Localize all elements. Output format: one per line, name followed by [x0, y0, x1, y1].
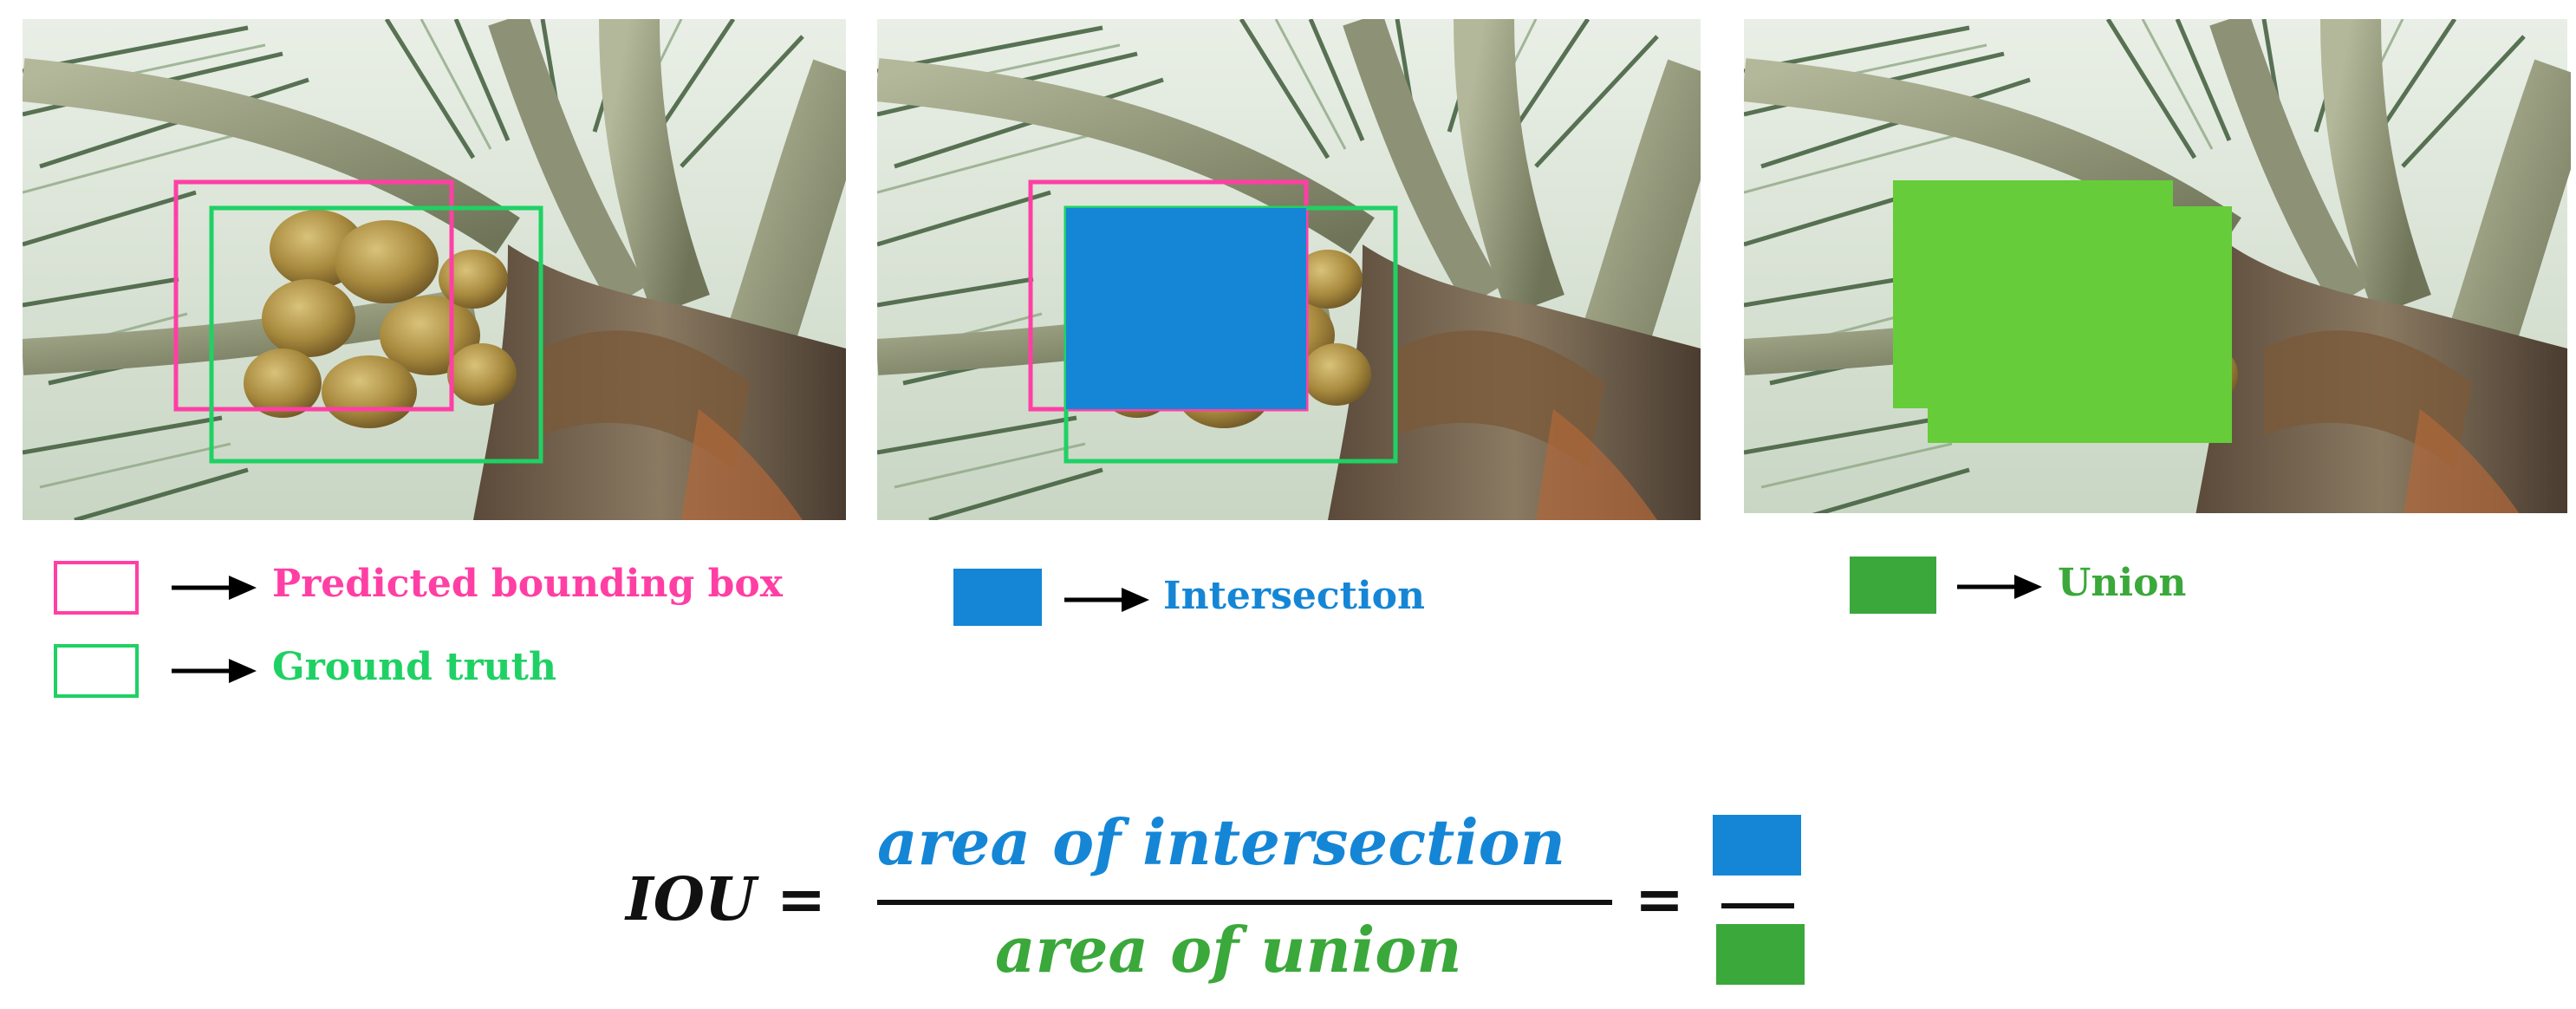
arrow-right-icon — [172, 659, 257, 683]
formula-lhs: IOU = — [626, 865, 826, 934]
formula-equals: = — [1635, 865, 1684, 934]
intersection-region — [1066, 208, 1306, 409]
formula-numerator: area of intersection — [877, 805, 1566, 879]
coconut-photo — [23, 19, 846, 520]
predicted-swatch — [54, 561, 139, 615]
union-symbol — [1716, 924, 1805, 985]
coconut-photo — [1744, 19, 2571, 513]
ground-truth-swatch — [54, 644, 139, 698]
fraction-bar — [877, 900, 1612, 905]
intersection-label: Intersection — [1163, 574, 1426, 618]
photo-panel-union — [1744, 19, 2571, 513]
arrow-right-icon — [172, 576, 257, 600]
union-region — [1893, 180, 2232, 443]
intersection-symbol — [1713, 815, 1801, 876]
symbol-fraction-bar — [1721, 903, 1794, 908]
union-swatch — [1850, 557, 1936, 614]
predicted-box — [173, 179, 454, 412]
arrow-right-icon — [1064, 588, 1149, 612]
photo-panel-boxes — [23, 19, 846, 520]
coconut-photo — [877, 19, 1701, 520]
intersection-swatch — [953, 569, 1042, 626]
predicted-label: Predicted bounding box — [272, 562, 783, 606]
arrow-right-icon — [1957, 575, 2042, 599]
formula-denominator: area of union — [995, 913, 1462, 986]
ground-truth-box — [209, 205, 543, 464]
ground-truth-label: Ground truth — [272, 645, 556, 689]
union-label: Union — [2058, 561, 2187, 605]
photo-panel-intersection — [877, 19, 1701, 520]
